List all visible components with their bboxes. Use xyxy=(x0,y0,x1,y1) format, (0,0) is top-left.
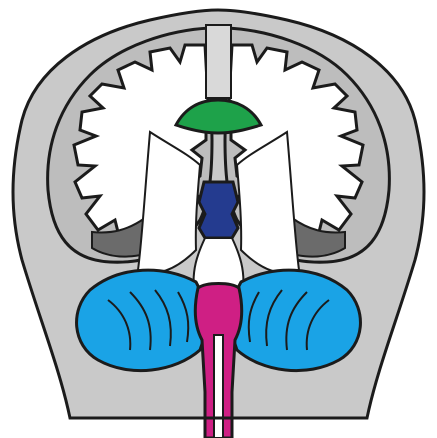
third-ventricle xyxy=(199,182,238,238)
cerebellum-left xyxy=(77,270,205,370)
central-canal xyxy=(214,335,223,438)
midline-structure xyxy=(206,25,231,98)
cerebellum-right xyxy=(232,270,360,370)
